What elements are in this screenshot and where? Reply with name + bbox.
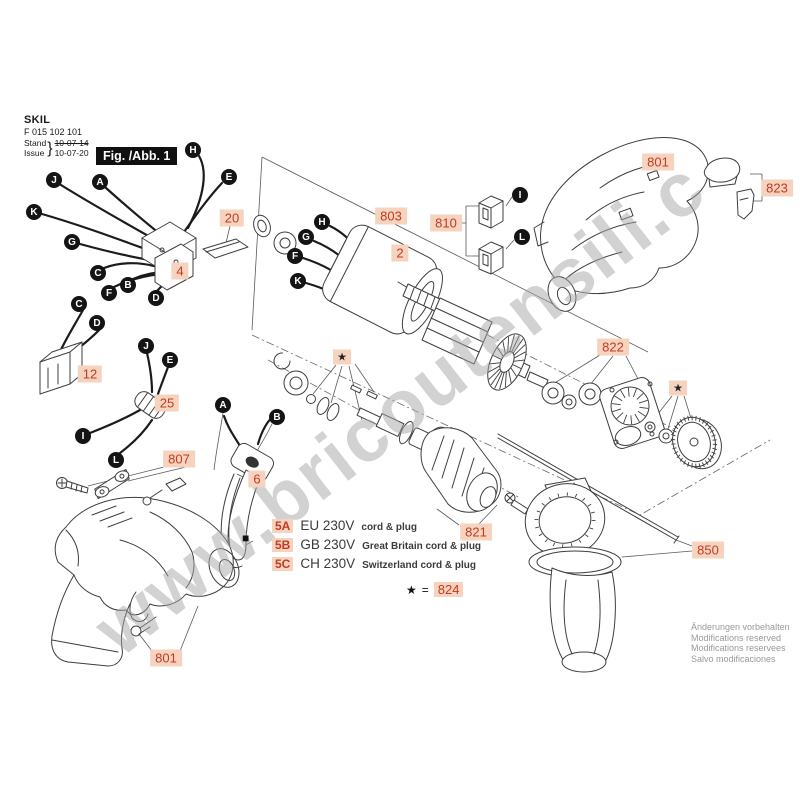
part-label-803: 803 <box>375 207 407 225</box>
callout-I: I <box>512 187 528 203</box>
cord-desc: Switzerland cord & plug <box>362 560 477 571</box>
callout-K: K <box>26 204 42 220</box>
callout-L: L <box>108 452 124 468</box>
callout-F: F <box>101 285 117 301</box>
cord-code: 5C <box>272 557 294 571</box>
legal-line: Salvo modificaciones <box>691 653 776 664</box>
part-label-12: 12 <box>77 365 103 383</box>
cord-option-row: 5A EU 230V cord & plug <box>272 518 481 533</box>
callout-G: G <box>64 234 80 250</box>
part-label-6: 6 <box>248 470 266 488</box>
cord-voltage: EU 230V <box>300 518 355 533</box>
part-label-823: 823 <box>761 179 793 197</box>
star-legend: ★ = 824 <box>406 582 464 597</box>
equals-glyph: = <box>421 582 429 597</box>
callout-C: C <box>71 296 87 312</box>
part-label-20: 20 <box>219 209 245 227</box>
housing-drawing <box>533 136 709 312</box>
cord-option-row: 5C CH 230V Switzerland cord & plug <box>272 556 481 571</box>
aux-handle-drawing <box>497 433 680 673</box>
part-label-850: 850 <box>692 541 724 559</box>
switch-assembly-drawing <box>40 154 224 293</box>
cord-voltage: GB 230V <box>300 537 356 552</box>
callout-A: A <box>92 174 108 190</box>
gear-group-drawing <box>644 415 722 470</box>
callout-D: D <box>148 290 164 306</box>
legal-line: Modifications reservees <box>691 643 786 653</box>
part-label-801: 801 <box>150 649 182 667</box>
cord-clamp-drawing <box>56 468 130 500</box>
cable-grommet-drawing <box>88 351 170 455</box>
figure-label: Fig. /Abb. 1 <box>96 147 178 165</box>
part-label-824: 824 <box>433 582 464 597</box>
callout-E: E <box>162 352 178 368</box>
callout-G: G <box>298 229 314 245</box>
issue-label: Issue <box>24 147 45 158</box>
plate-20-drawing <box>202 238 249 259</box>
issue-date: 10-07-20 <box>54 147 89 158</box>
carbon-brush-drawing <box>478 195 504 275</box>
cord-desc: cord & plug <box>361 522 417 533</box>
callout-I: I <box>75 428 91 444</box>
cord-code: 5B <box>272 538 294 552</box>
chuck-drawing <box>420 426 529 515</box>
legal-line: Modifications reserved <box>691 632 782 643</box>
brand-name: SKIL <box>24 114 51 126</box>
part-label-801: 801 <box>642 153 674 171</box>
callout-B: B <box>269 409 285 425</box>
callout-J: J <box>46 172 62 188</box>
drill-assembled-drawing <box>51 477 240 667</box>
selector-parts-drawing <box>703 157 755 220</box>
brace-glyph: } <box>47 139 53 157</box>
callout-C: C <box>90 265 106 281</box>
part-label-807: 807 <box>163 450 195 468</box>
part-label-822: 822 <box>597 338 629 356</box>
armature-drawing <box>397 281 602 410</box>
callout-H: H <box>185 142 201 158</box>
revision-block: Stand Issue } 10-07-14 10-07-20 <box>24 138 89 158</box>
star-part-label: ★ <box>333 349 351 365</box>
part-label-2: 2 <box>391 244 409 262</box>
callout-D: D <box>89 315 105 331</box>
bearing-plate-drawing <box>599 377 665 449</box>
legal-line: Änderungen vorbehalten <box>691 622 790 632</box>
callout-J: J <box>138 338 154 354</box>
cord-square-marker: ■ <box>242 531 250 545</box>
star-part-label: ★ <box>669 380 687 396</box>
callout-L: L <box>514 229 530 245</box>
cord-voltage: CH 230V <box>300 556 356 571</box>
callout-B: B <box>120 277 136 293</box>
callout-K: K <box>290 273 306 289</box>
callout-H: H <box>314 214 330 230</box>
callout-A: A <box>215 397 231 413</box>
model-number: F 015 102 101 <box>24 127 83 137</box>
part-label-821: 821 <box>460 523 492 541</box>
cord-code: 5A <box>272 519 294 533</box>
cord-option-row: 5B GB 230V Great Britain cord & plug <box>272 537 481 552</box>
part-label-4: 4 <box>171 262 189 280</box>
callout-F: F <box>287 248 303 264</box>
cord-desc: Great Britain cord & plug <box>362 541 482 552</box>
part-label-810: 810 <box>430 214 462 232</box>
brush-holder-drawing <box>39 308 102 395</box>
old-date: 10-07-14 <box>54 138 89 148</box>
callout-E: E <box>221 169 237 185</box>
star-glyph: ★ <box>406 582 417 597</box>
ring-bearing-drawing <box>253 214 297 255</box>
cord-options-list: 5A EU 230V cord & plug 5B GB 230V Great Brita… <box>272 518 481 571</box>
stand-label: Stand <box>24 138 47 148</box>
doc-header: SKIL F 015 102 101 Stand Issue } 10-07-1… <box>24 114 89 158</box>
part-label-25: 25 <box>154 394 180 412</box>
